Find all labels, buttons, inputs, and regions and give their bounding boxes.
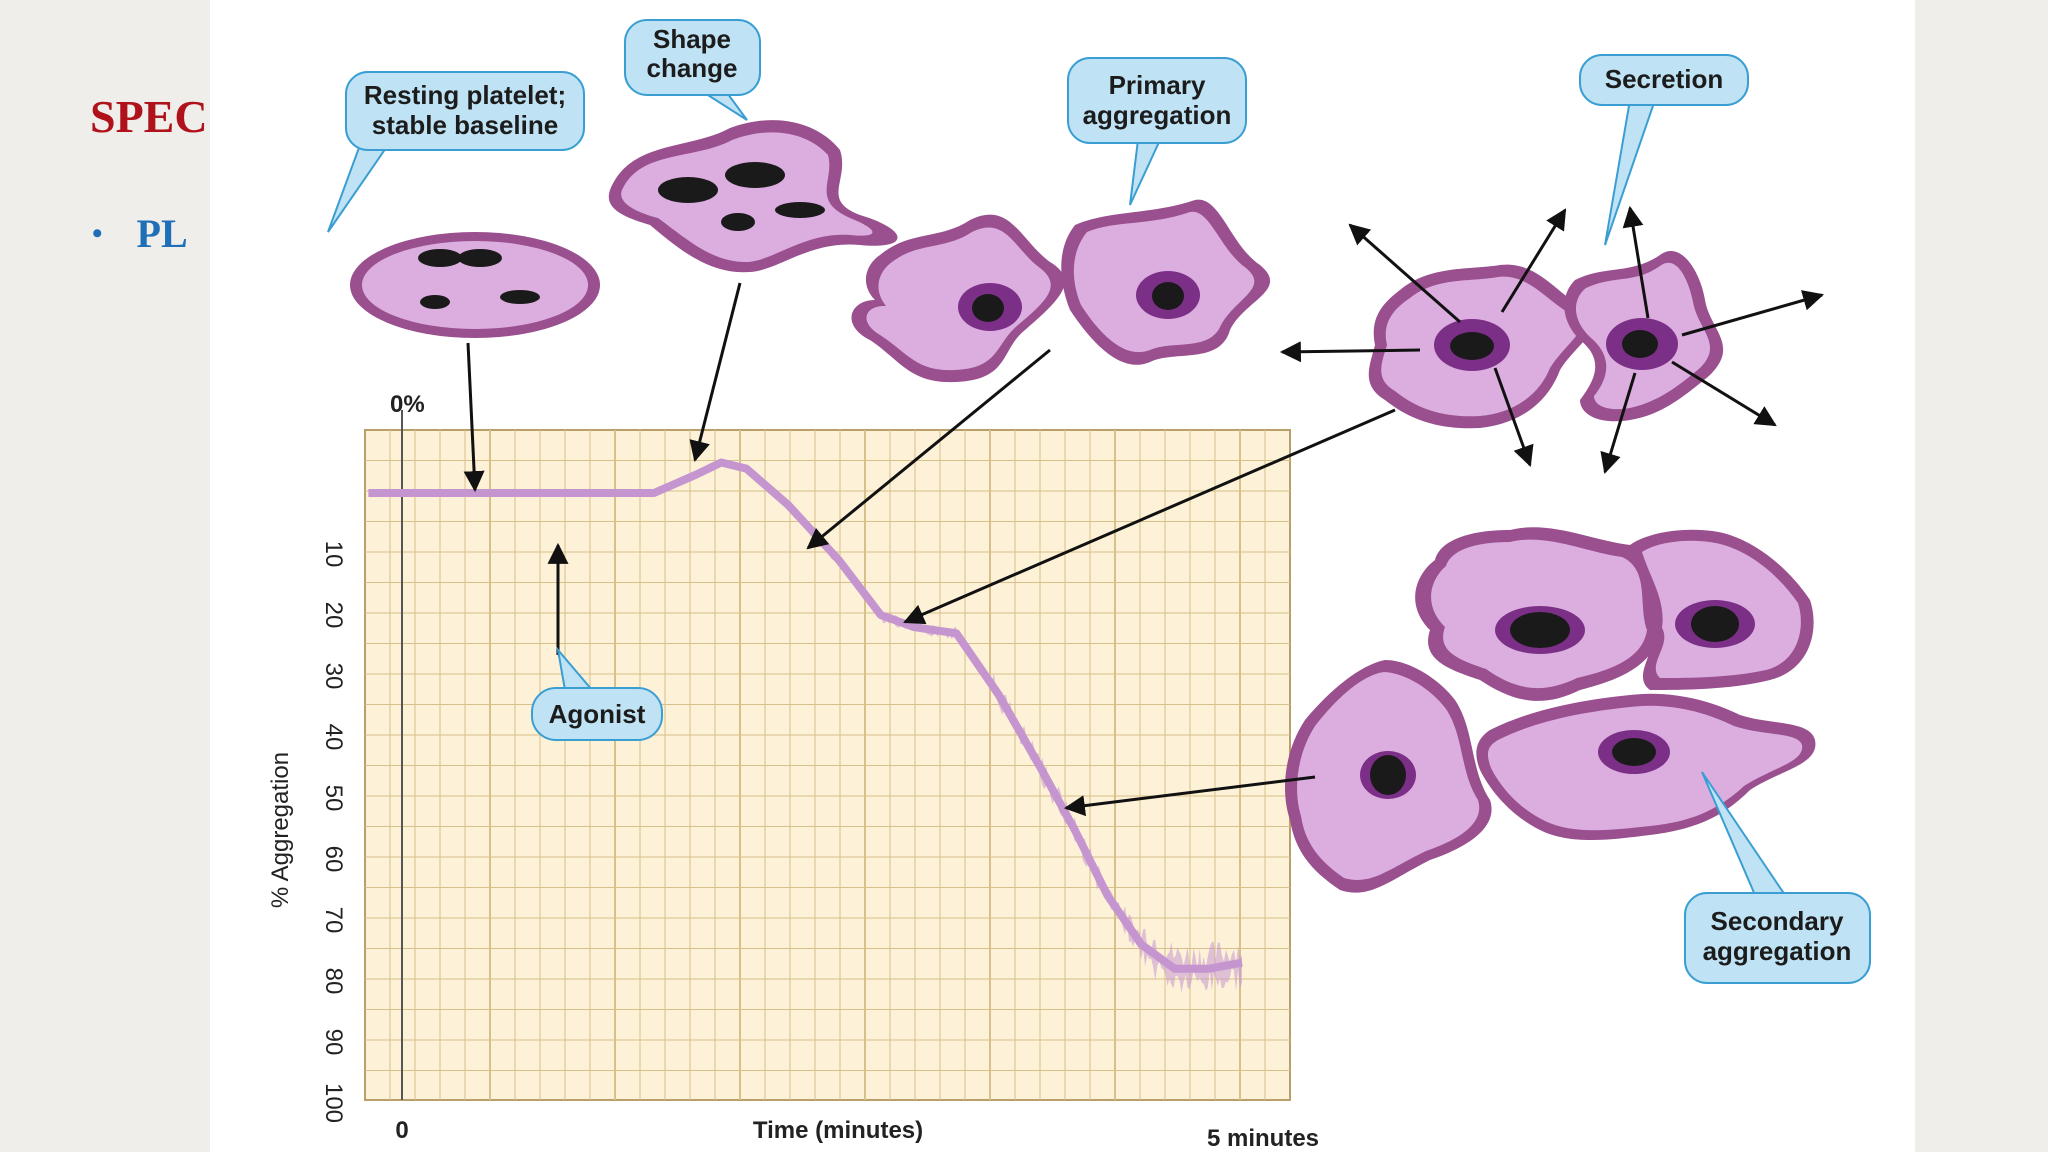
figure-svg: 0% 10 20 30 40 50 60 70 80 90 100 % Aggregation 0… — [267, 19, 1871, 1152]
arrow-secondary-icon — [1063, 775, 1316, 817]
secretion-arrow-icon — [1671, 360, 1777, 427]
callout-secondary: Secondary aggregation — [1684, 771, 1871, 984]
secretion-arrow-icon — [1279, 341, 1421, 363]
secretion-arrow-icon — [1348, 223, 1461, 324]
annotation-arrows — [463, 282, 1396, 817]
callout-primary-line2: aggregation — [1083, 100, 1232, 130]
y-tick-labels: 10 20 30 40 50 60 70 80 90 100 — [320, 541, 347, 1123]
y-tick-label: 20 — [320, 602, 347, 629]
callout-agonist: Agonist — [531, 646, 663, 741]
callout-primary: Primary aggregation — [1067, 57, 1247, 206]
slide-bullet: • PL — [92, 210, 188, 257]
arrow-resting-icon — [463, 342, 485, 493]
secretion-cells — [1368, 251, 1724, 429]
y-tick-label: 100 — [320, 1083, 347, 1123]
y-tick-label: 10 — [320, 541, 347, 568]
slide-bullet-text: PL — [136, 211, 188, 256]
y-tick-label: 80 — [320, 968, 347, 995]
callout-agonist-line1: Agonist — [549, 699, 646, 729]
callout-secondary-line2: aggregation — [1703, 936, 1852, 966]
callout-secretion-line1: Secretion — [1605, 64, 1724, 94]
secretion-arrows — [1279, 205, 1825, 475]
slide-title: SPEC — [90, 91, 208, 142]
axis-top-label: 0% — [390, 391, 425, 418]
secretion-arrow-icon — [1493, 367, 1534, 467]
x-axis-end-label: 5 minutes — [1207, 1125, 1319, 1152]
arrow-primary-icon — [806, 348, 1051, 550]
y-tick-label: 30 — [320, 663, 347, 690]
callout-resting-line2: stable baseline — [372, 110, 558, 140]
y-tick-label: 40 — [320, 724, 347, 751]
callout-primary-line1: Primary — [1109, 70, 1206, 100]
bullet-dot-icon: • — [92, 217, 103, 250]
x-axis-start-label: 0 — [395, 1117, 408, 1144]
callout-secondary-line1: Secondary — [1711, 906, 1844, 936]
callout-shape-line1: Shape — [653, 24, 731, 54]
y-tick-label: 70 — [320, 907, 347, 934]
secretion-arrow-icon — [1600, 372, 1637, 475]
arrow-shape-change-icon — [689, 282, 742, 463]
callout-resting-line1: Resting platelet; — [364, 80, 566, 110]
callout-shape-line2: change — [646, 53, 737, 83]
x-axis-label: Time (minutes) — [753, 1117, 923, 1144]
secretion-arrow-icon — [1681, 290, 1825, 337]
y-tick-label: 60 — [320, 846, 347, 873]
secretion-arrow-icon — [1622, 205, 1650, 319]
y-tick-label: 50 — [320, 785, 347, 812]
shape-change-cell — [608, 120, 898, 273]
secondary-aggregation-cells — [1285, 527, 1816, 893]
arrow-secretion-icon — [903, 408, 1396, 625]
y-axis-label: % Aggregation — [267, 752, 294, 908]
callout-shape-change: Shape change — [624, 19, 761, 121]
aggregation-trace — [368, 458, 1243, 973]
callout-secretion: Secretion — [1579, 54, 1749, 246]
primary-aggregation-cells — [851, 199, 1271, 383]
platelet-aggregation-figure: 0% 10 20 30 40 50 60 70 80 90 100 % Aggregation 0… — [210, 0, 1915, 1152]
secretion-arrow-icon — [1500, 208, 1567, 313]
y-tick-label: 90 — [320, 1029, 347, 1056]
resting-platelet-cell — [350, 232, 600, 338]
callout-resting: Resting platelet; stable baseline — [327, 71, 585, 233]
